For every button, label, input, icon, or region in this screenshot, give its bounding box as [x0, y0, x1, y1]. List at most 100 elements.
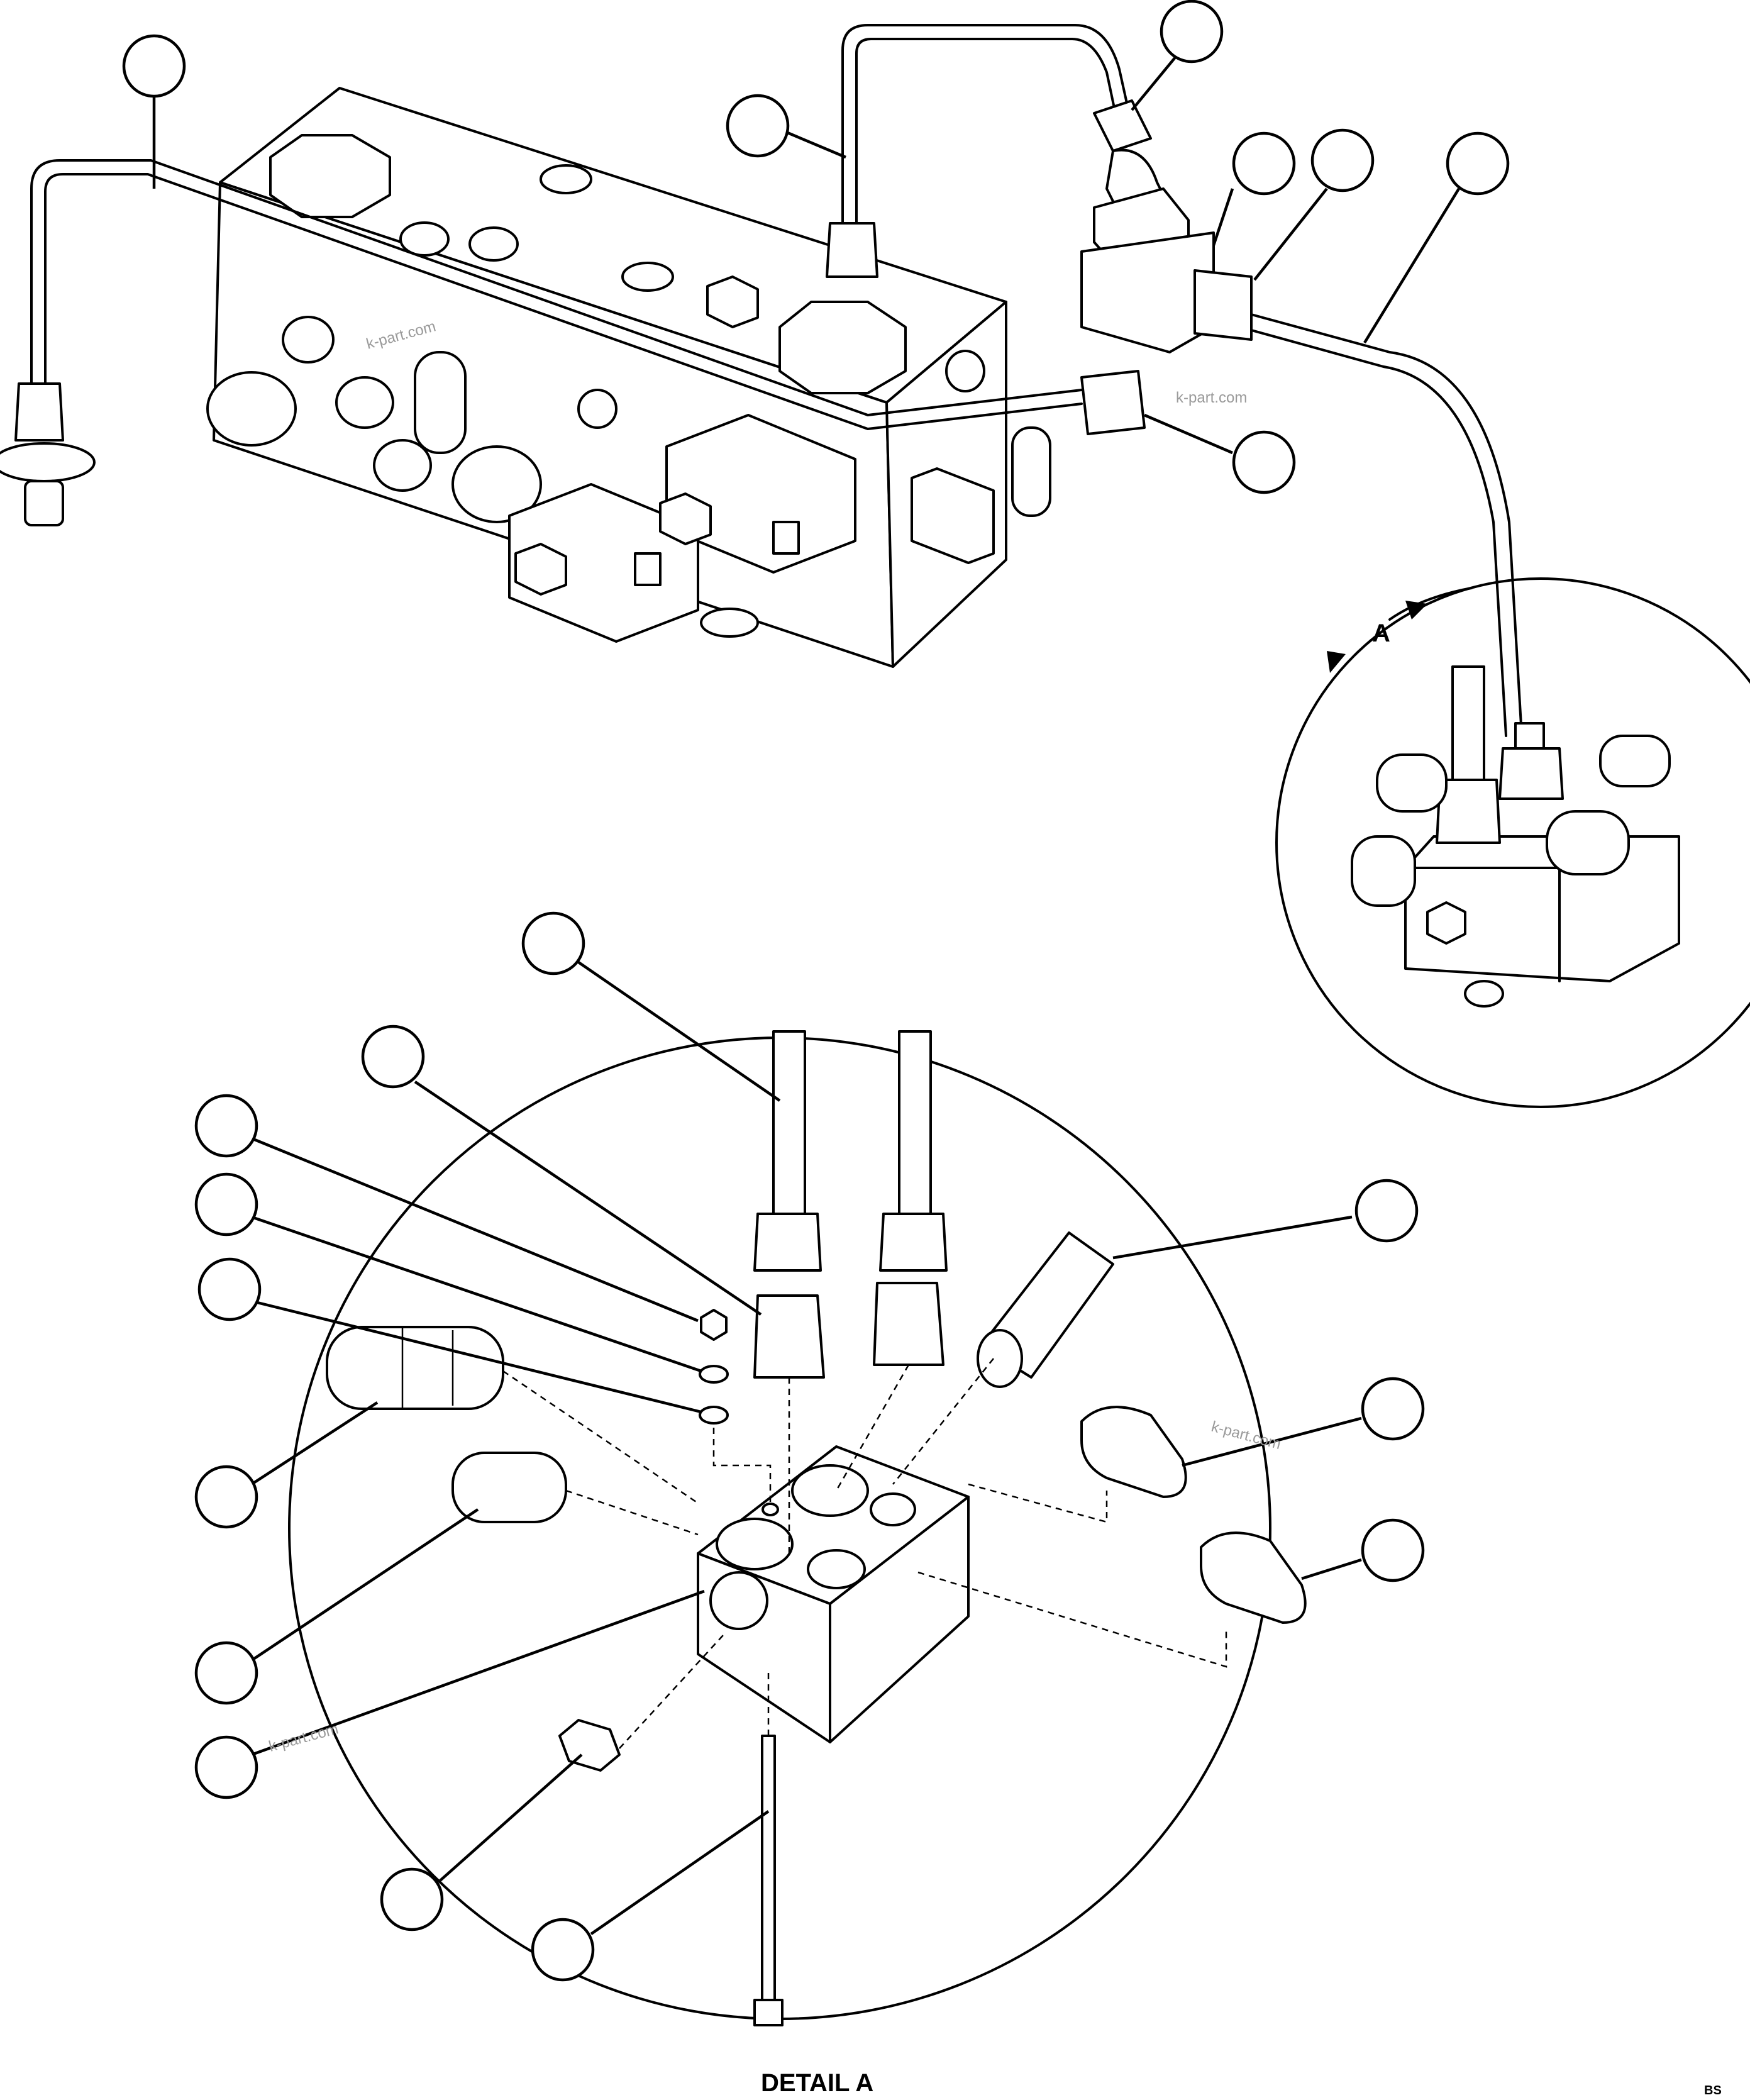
block-side-face — [829, 1496, 970, 1743]
leader-5 — [1253, 187, 1328, 281]
inset-hex — [1426, 901, 1466, 945]
leader-10 — [251, 1136, 699, 1323]
check-valve-lower — [1200, 1531, 1307, 1624]
block-port-a — [791, 1464, 869, 1517]
tube-end-fitting — [14, 382, 64, 442]
coil-connector-left — [634, 552, 662, 586]
callout-balloon-18 — [194, 1735, 258, 1799]
tube-end-nut — [24, 480, 64, 526]
leader-4 — [1212, 188, 1234, 246]
tube-top-loop — [841, 24, 1133, 243]
leader-18 — [251, 1589, 705, 1757]
leader-20 — [590, 1810, 770, 1935]
assembly-line-2 — [835, 1364, 910, 1491]
front-plug-3 — [282, 316, 335, 364]
callout-balloon-1 — [122, 34, 186, 98]
leader-8 — [577, 961, 781, 1102]
callout-balloon-16 — [194, 1465, 258, 1529]
callout-balloon-13 — [1354, 1179, 1419, 1243]
tee-side-nut — [1193, 269, 1253, 341]
switch-right-end — [977, 1329, 1023, 1388]
callout-balloon-3 — [1160, 0, 1224, 64]
upper-callouts — [122, 0, 1510, 494]
callout-balloon-2 — [726, 94, 790, 158]
block-side-port — [709, 1571, 768, 1630]
top-plug-cap-left — [269, 134, 391, 218]
tube-right — [1250, 313, 1523, 737]
leader-12 — [254, 1300, 702, 1414]
top-tube-nut — [826, 222, 878, 278]
pressure-sender — [451, 1452, 567, 1523]
callout-balloon-19 — [380, 1867, 444, 1931]
elbow-nut — [1093, 99, 1152, 152]
front-check-valve — [414, 351, 467, 454]
callout-balloon-8 — [521, 911, 585, 975]
assembly-line-9 — [619, 1635, 724, 1749]
callout-balloon-20 — [531, 1918, 595, 1982]
inset-circle — [1275, 577, 1750, 1108]
pressure-switch-left — [326, 1326, 504, 1410]
tube-nut-2 — [879, 1213, 948, 1272]
coil-nut-right — [659, 492, 712, 545]
assembly-line-5 — [565, 1489, 699, 1536]
exploded-tube-2 — [898, 1030, 932, 1215]
front-plug-5 — [373, 439, 432, 492]
tee-block — [1080, 231, 1215, 353]
leader-19 — [439, 1753, 583, 1882]
view-arrow-head-top — [1405, 601, 1427, 619]
leader-15 — [1301, 1558, 1362, 1581]
block-port-c — [807, 1549, 866, 1589]
callout-balloon-10 — [194, 1094, 258, 1158]
washer-2 — [699, 1406, 729, 1425]
assembly-line-7 — [968, 1483, 1108, 1523]
cap-screw-shank — [761, 1735, 776, 2008]
solenoid-coil-left — [508, 483, 699, 643]
coil-nut-left — [514, 543, 567, 596]
top-plug-small-2 — [468, 226, 519, 262]
check-valve-upper — [1080, 1406, 1187, 1498]
leader-3 — [1131, 55, 1177, 111]
leader-13 — [1112, 1215, 1353, 1260]
inset-check-valve — [1546, 810, 1630, 875]
side-cartridge — [911, 467, 995, 564]
assembly-line-6 — [892, 1358, 994, 1485]
hex-plug — [558, 1719, 621, 1772]
exploded-detail — [288, 1030, 1307, 2026]
watermark-2: k-part.com — [1176, 389, 1247, 406]
front-plug-4 — [451, 445, 542, 523]
adapter-fitting-1 — [753, 1294, 825, 1379]
inset-sensor-right — [1599, 735, 1671, 787]
inset-nut-2 — [1498, 747, 1564, 800]
bottom-port — [700, 608, 759, 638]
leader-16 — [250, 1401, 379, 1486]
callout-balloon-11 — [194, 1172, 258, 1236]
side-check-valve — [1011, 426, 1051, 517]
tube-left-long — [30, 159, 1083, 416]
leader-11 — [251, 1215, 702, 1373]
drawing-code: BS — [1704, 2084, 1722, 2097]
tube-end-flange — [0, 442, 96, 482]
callout-balloon-7 — [1232, 430, 1296, 494]
small-nut — [700, 1309, 728, 1341]
front-plug-6 — [577, 389, 617, 429]
inset-plug — [1351, 835, 1416, 907]
lower-callouts — [194, 911, 1425, 1982]
callout-balloon-4 — [1232, 131, 1296, 196]
coil-connector-right — [772, 521, 800, 555]
callout-balloon-6 — [1446, 131, 1510, 196]
block-port-d — [870, 1492, 916, 1526]
valve-manifold-assembly — [206, 87, 1051, 668]
side-plug — [945, 350, 985, 392]
tube-top-loop-inner — [855, 38, 1119, 243]
cap-screw-head — [753, 1999, 784, 2026]
detail-caption: DETAIL A — [761, 2069, 873, 2097]
tube-nut-1 — [753, 1213, 822, 1272]
front-plug-2 — [335, 376, 394, 429]
assembly-line-4 — [502, 1370, 699, 1504]
callout-balloon-17 — [194, 1641, 258, 1705]
leader-2 — [785, 130, 846, 159]
leader-14 — [1182, 1416, 1362, 1467]
top-port-2 — [621, 262, 674, 292]
top-plug-cap-right — [778, 301, 907, 394]
